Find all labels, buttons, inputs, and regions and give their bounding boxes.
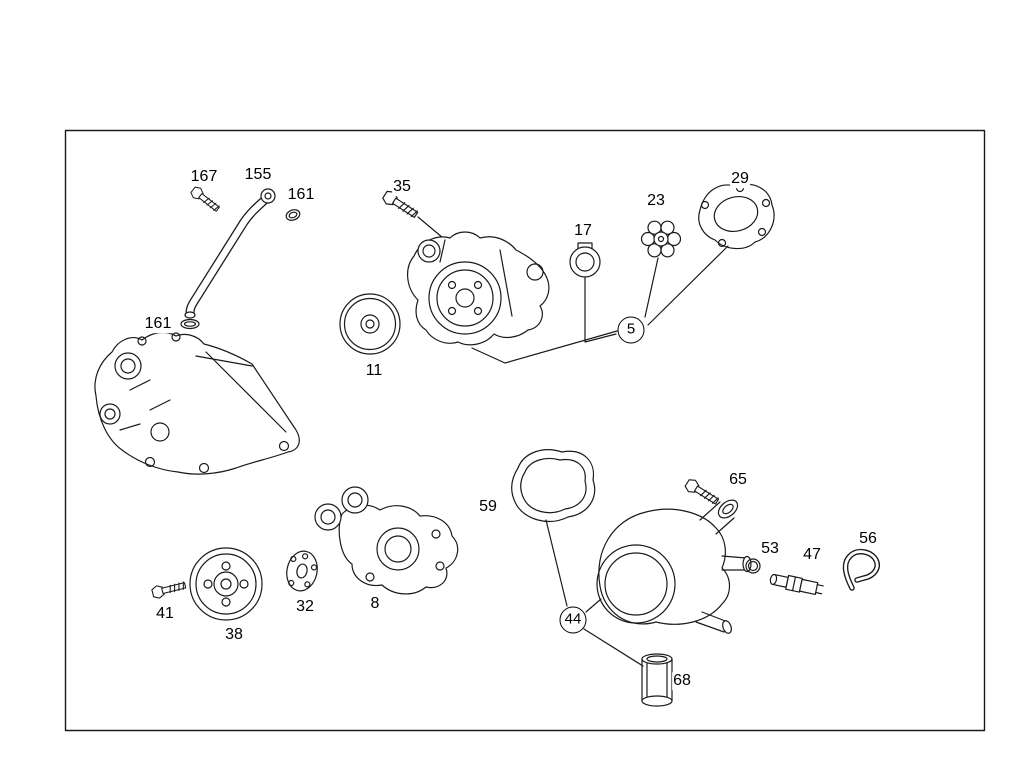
part-label-38[interactable]: 38 <box>224 626 244 644</box>
part-32-flange-drawing <box>286 550 318 592</box>
part-56-clip-drawing <box>842 548 880 591</box>
part-label-68[interactable]: 68 <box>672 672 692 690</box>
part-label-161[interactable]: 161 <box>143 315 173 333</box>
part-label-29[interactable]: 29 <box>730 170 750 188</box>
part-47-sensor-drawing <box>769 573 824 596</box>
part-38-pulley-drawing <box>189 547 263 621</box>
part-group5-pump-housing-drawing <box>407 231 550 346</box>
part-label-32[interactable]: 32 <box>295 598 315 616</box>
part-label-59[interactable]: 59 <box>478 498 498 516</box>
part-65-bolt-drawing <box>683 476 722 508</box>
part-label-167[interactable]: 167 <box>189 168 219 186</box>
part-label-161[interactable]: 161 <box>286 186 316 204</box>
leader-lines-group5 <box>471 330 618 364</box>
part-label-23[interactable]: 23 <box>646 192 666 210</box>
part-161-ring-upper-drawing <box>285 209 301 221</box>
part-161-ring-left-drawing <box>180 318 200 330</box>
part-label-8[interactable]: 8 <box>369 595 381 613</box>
part-8-water-pump-drawing <box>314 486 459 595</box>
part-23-impeller-drawing <box>640 220 682 318</box>
part-41-bolt-drawing <box>150 578 188 600</box>
part-53-oring-drawing <box>745 558 761 574</box>
part-167-bolt-drawing <box>188 184 222 215</box>
part-68-tube-drawing <box>641 653 673 707</box>
part-17-thermostat-drawing <box>569 242 617 343</box>
part-29-gasket-plate-drawing <box>647 183 775 326</box>
part-label-44[interactable]: 44 <box>559 606 587 634</box>
part-label-155[interactable]: 155 <box>243 166 273 184</box>
part-label-35[interactable]: 35 <box>392 178 412 196</box>
part-label-5[interactable]: 5 <box>617 316 645 344</box>
part-label-17[interactable]: 17 <box>573 222 593 240</box>
part-label-11[interactable]: 11 <box>364 362 384 380</box>
part-group44-thermostat-housing-drawing <box>583 499 752 667</box>
part-label-41[interactable]: 41 <box>155 605 175 623</box>
part-label-47[interactable]: 47 <box>802 546 822 564</box>
part-label-53[interactable]: 53 <box>760 540 780 558</box>
part-155-pipe-drawing <box>184 188 276 319</box>
part-label-65[interactable]: 65 <box>728 471 748 489</box>
part-label-56[interactable]: 56 <box>858 530 878 548</box>
part-11-roller-drawing <box>339 293 401 355</box>
part-59-gasket-drawing <box>511 449 596 607</box>
diagram-frame <box>64 129 986 732</box>
engine-block-drawing <box>94 331 300 475</box>
